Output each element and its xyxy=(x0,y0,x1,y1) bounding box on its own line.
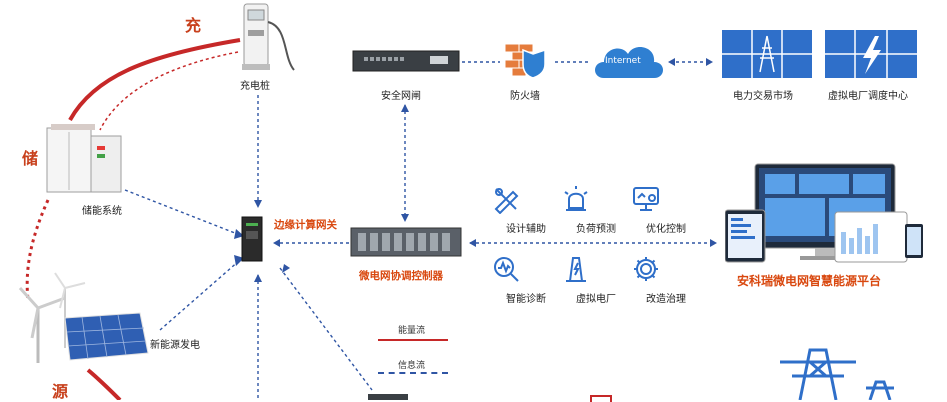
microgrid-controller-image xyxy=(350,224,462,260)
energy-flow-arc-2 xyxy=(25,199,50,301)
function-label: 设计辅助 xyxy=(506,224,546,235)
function-optimize-control: 优化控制 xyxy=(631,184,701,235)
legend-info-label: 信息流 xyxy=(398,361,426,371)
power-market-image xyxy=(722,30,812,78)
charge-label: 充 xyxy=(185,16,202,35)
security-gateway-label: 安全网闸 xyxy=(381,91,421,102)
microgrid-controller-label: 微电网协调控制器 xyxy=(359,270,443,282)
function-label: 改造治理 xyxy=(646,294,686,305)
internet-cloud-icon xyxy=(590,38,668,84)
edge-gateway-label: 边缘计算网关 xyxy=(274,219,337,231)
virtual-plant-center-image xyxy=(825,30,917,78)
energy-flow-arc xyxy=(68,38,241,121)
function-virtual-plant: 虚拟电厂 xyxy=(561,254,631,305)
renewable-generation-image xyxy=(10,268,150,363)
diagnosis-icon xyxy=(494,254,541,284)
platform-devices-image xyxy=(725,162,925,266)
internet-label: Internet xyxy=(605,56,641,66)
storage-label: 储 xyxy=(22,149,39,168)
design-tools-icon xyxy=(494,184,541,214)
bottom-device-partial xyxy=(368,394,408,400)
edge-gateway-image xyxy=(240,215,264,263)
firewall-label: 防火墙 xyxy=(510,91,540,102)
storage-system-image xyxy=(45,118,125,196)
bottom-device-partial-2 xyxy=(590,395,612,402)
firewall-icon xyxy=(505,42,549,80)
renewable-label: 新能源发电 xyxy=(150,340,200,351)
transmission-tower-image xyxy=(770,340,900,400)
function-retrofit: 改造治理 xyxy=(631,254,701,305)
power-plant-icon xyxy=(566,254,611,284)
alarm-light-icon xyxy=(564,184,611,214)
legend-energy-line xyxy=(378,339,448,341)
function-label: 虚拟电厂 xyxy=(576,294,616,305)
storage-system-label: 储能系统 xyxy=(82,206,122,217)
function-label: 智能诊断 xyxy=(506,294,546,305)
function-label: 优化控制 xyxy=(646,224,686,235)
power-market-label: 电力交易市场 xyxy=(733,91,793,102)
virtual-plant-center-label: 虚拟电厂调度中心 xyxy=(828,91,908,102)
function-label: 负荷预测 xyxy=(576,224,616,235)
function-design-aid: 设计辅助 xyxy=(491,184,561,235)
energy-flow-arc-upper xyxy=(99,51,239,131)
platform-label: 安科瑞微电网智慧能源平台 xyxy=(737,274,882,288)
legend-energy-label: 能量流 xyxy=(398,326,426,336)
energy-flow-arc-3 xyxy=(86,368,122,400)
charging-pile-image xyxy=(238,2,295,72)
function-load-forecast: 负荷预测 xyxy=(561,184,631,235)
gear-icon xyxy=(634,254,681,284)
security-gateway-image xyxy=(352,48,460,74)
monitor-control-icon xyxy=(633,184,681,214)
source-label: 源 xyxy=(52,382,69,401)
charging-pile-label: 充电桩 xyxy=(240,81,270,92)
legend-info-line xyxy=(378,372,448,374)
function-smart-diagnosis: 智能诊断 xyxy=(491,254,561,305)
